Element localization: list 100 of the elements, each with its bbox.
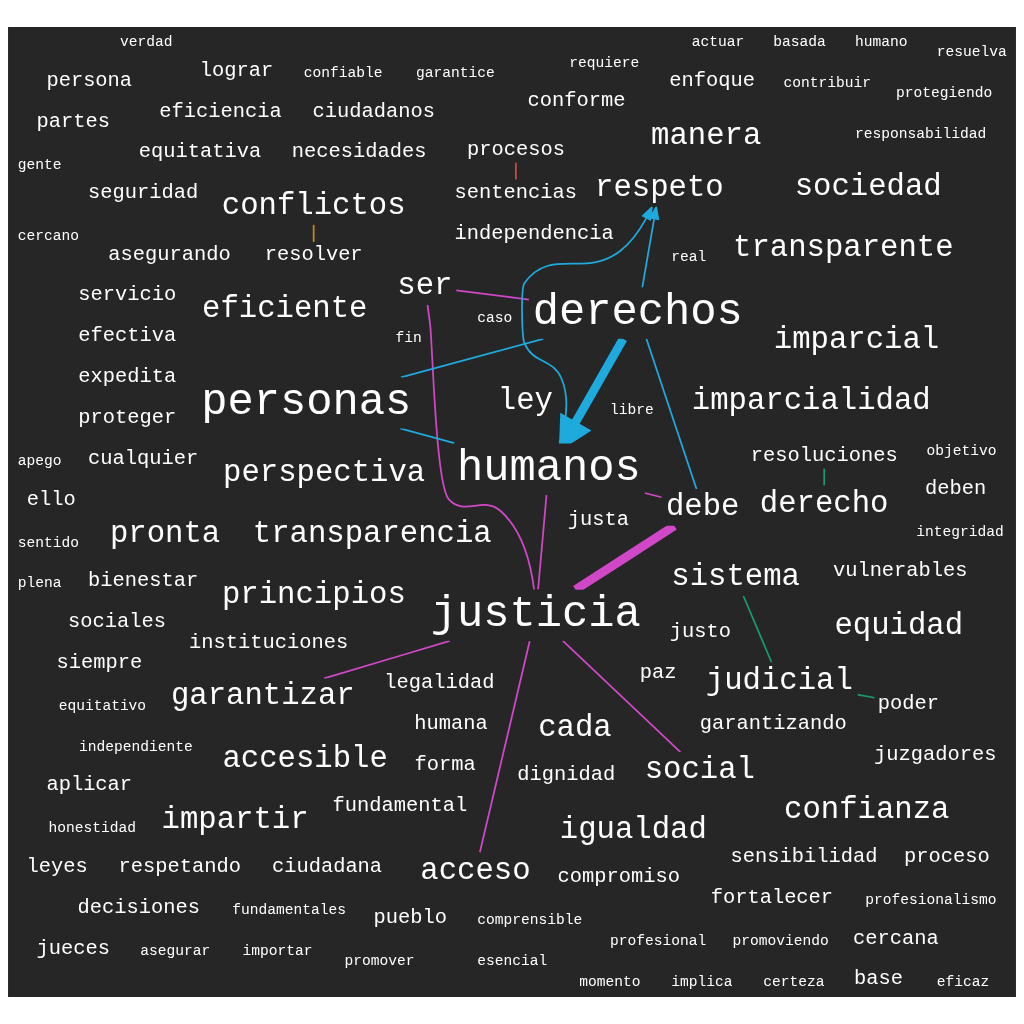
node-text: ciudadana xyxy=(271,855,383,879)
node-text: transparencia xyxy=(252,515,492,551)
node-text: equitativo xyxy=(58,697,147,714)
node-text: sociedad xyxy=(794,168,942,204)
node-text: respeto xyxy=(595,170,724,206)
node-text: cercana xyxy=(853,926,939,950)
node-text: perspectiva xyxy=(223,454,426,490)
node-text: resoluciones xyxy=(750,444,898,468)
node-text: independencia xyxy=(454,222,614,246)
node-text: contribuir xyxy=(783,75,872,92)
node-text: legalidad xyxy=(384,671,495,695)
node-text: asegurando xyxy=(108,242,231,266)
node-text: proceso xyxy=(904,844,990,868)
node-text: bienestar xyxy=(88,569,199,593)
node-text: jueces xyxy=(36,936,110,960)
arrow xyxy=(641,204,660,289)
node-text: social xyxy=(644,752,756,788)
node-text: equitativa xyxy=(138,140,262,164)
node-text: certeza xyxy=(763,973,825,990)
connector xyxy=(856,693,876,699)
node-text: deben xyxy=(925,477,987,501)
node-text: imparcial xyxy=(773,321,940,357)
node-text: garantizando xyxy=(699,712,847,736)
node-text: impartir xyxy=(161,801,309,837)
node-text: conflictos xyxy=(221,188,406,224)
node-text: comprensible xyxy=(477,912,583,929)
node-text: fortalecer xyxy=(710,885,834,909)
node-text: compromiso xyxy=(557,865,680,889)
connector xyxy=(742,595,773,664)
node-text: judicial xyxy=(705,662,853,698)
node-text: actuar xyxy=(691,34,745,51)
node-text: gente xyxy=(17,156,62,173)
node-text: ser xyxy=(397,268,453,304)
node-text: justa xyxy=(567,507,629,531)
connector xyxy=(400,337,545,379)
node-text: importar xyxy=(242,942,313,959)
node-text: efectiva xyxy=(78,324,177,348)
node-text: leyes xyxy=(26,855,88,879)
node-text: manera xyxy=(651,117,762,153)
node-text: sociales xyxy=(67,610,166,634)
node-text: vulnerables xyxy=(832,559,968,583)
node-text: expedita xyxy=(78,365,177,389)
node-text: real xyxy=(671,248,707,265)
connector xyxy=(426,304,535,591)
node-text: confianza xyxy=(784,791,950,827)
node-text: sensibilidad xyxy=(730,844,878,868)
node-text: eficiente xyxy=(202,291,368,327)
connector xyxy=(312,223,315,243)
node-text: enfoque xyxy=(669,68,755,92)
node-text: independiente xyxy=(79,738,193,755)
node-text: resuelva xyxy=(936,44,1007,61)
node-text: humana xyxy=(414,712,488,736)
node-text: profesionalismo xyxy=(865,891,997,908)
node-text: responsabilidad xyxy=(855,126,987,143)
node-text: necesidades xyxy=(291,140,427,164)
node-text: persona xyxy=(46,68,133,92)
node-text: cercano xyxy=(17,228,80,245)
node-text: justicia xyxy=(430,590,641,640)
node-text: objetivo xyxy=(926,442,997,459)
node-text: esencial xyxy=(477,953,548,970)
node-text: ello xyxy=(26,487,76,511)
node-text: caso xyxy=(477,309,513,326)
node-text: forma xyxy=(414,753,476,777)
node-text: ciudadanos xyxy=(312,99,435,123)
node-text: sentido xyxy=(17,534,80,551)
node-text: acceso xyxy=(420,852,531,888)
node-text: plena xyxy=(17,575,62,592)
node-text: asegurar xyxy=(140,942,211,959)
node-text: paz xyxy=(639,661,677,685)
node-text: protegiendo xyxy=(895,85,993,102)
node-text: derechos xyxy=(532,288,743,338)
node-text: promoviendo xyxy=(732,932,829,949)
node-text: decisiones xyxy=(77,895,201,919)
node-text: respetando xyxy=(118,855,241,879)
node-text: fundamental xyxy=(332,793,468,817)
node-text: partes xyxy=(36,109,110,133)
connector xyxy=(455,289,530,301)
node-text: juzgadores xyxy=(874,742,997,766)
connector xyxy=(323,640,451,680)
node-text: servicio xyxy=(78,283,177,307)
node-text: cualquier xyxy=(88,446,199,470)
node-text: verdad xyxy=(119,34,173,51)
node-text: equidad xyxy=(834,607,964,643)
connector xyxy=(479,640,531,854)
connector xyxy=(515,161,517,181)
node-text: aplicar xyxy=(46,773,133,797)
node-text: fin xyxy=(395,330,422,347)
node-text: principios xyxy=(222,577,406,613)
node-text: promover xyxy=(344,953,415,970)
node-text: imparcialidad xyxy=(691,383,931,419)
node-text: poder xyxy=(877,692,940,716)
connector xyxy=(537,494,548,591)
node-text: debe xyxy=(665,489,740,525)
node-text: cada xyxy=(538,709,612,745)
node-text: resolver xyxy=(264,242,363,266)
node-text: apego xyxy=(17,452,62,469)
node-text: momento xyxy=(579,973,641,990)
arrow xyxy=(521,204,654,444)
node-text: justo xyxy=(669,620,732,644)
node-text: humanos xyxy=(456,443,641,493)
